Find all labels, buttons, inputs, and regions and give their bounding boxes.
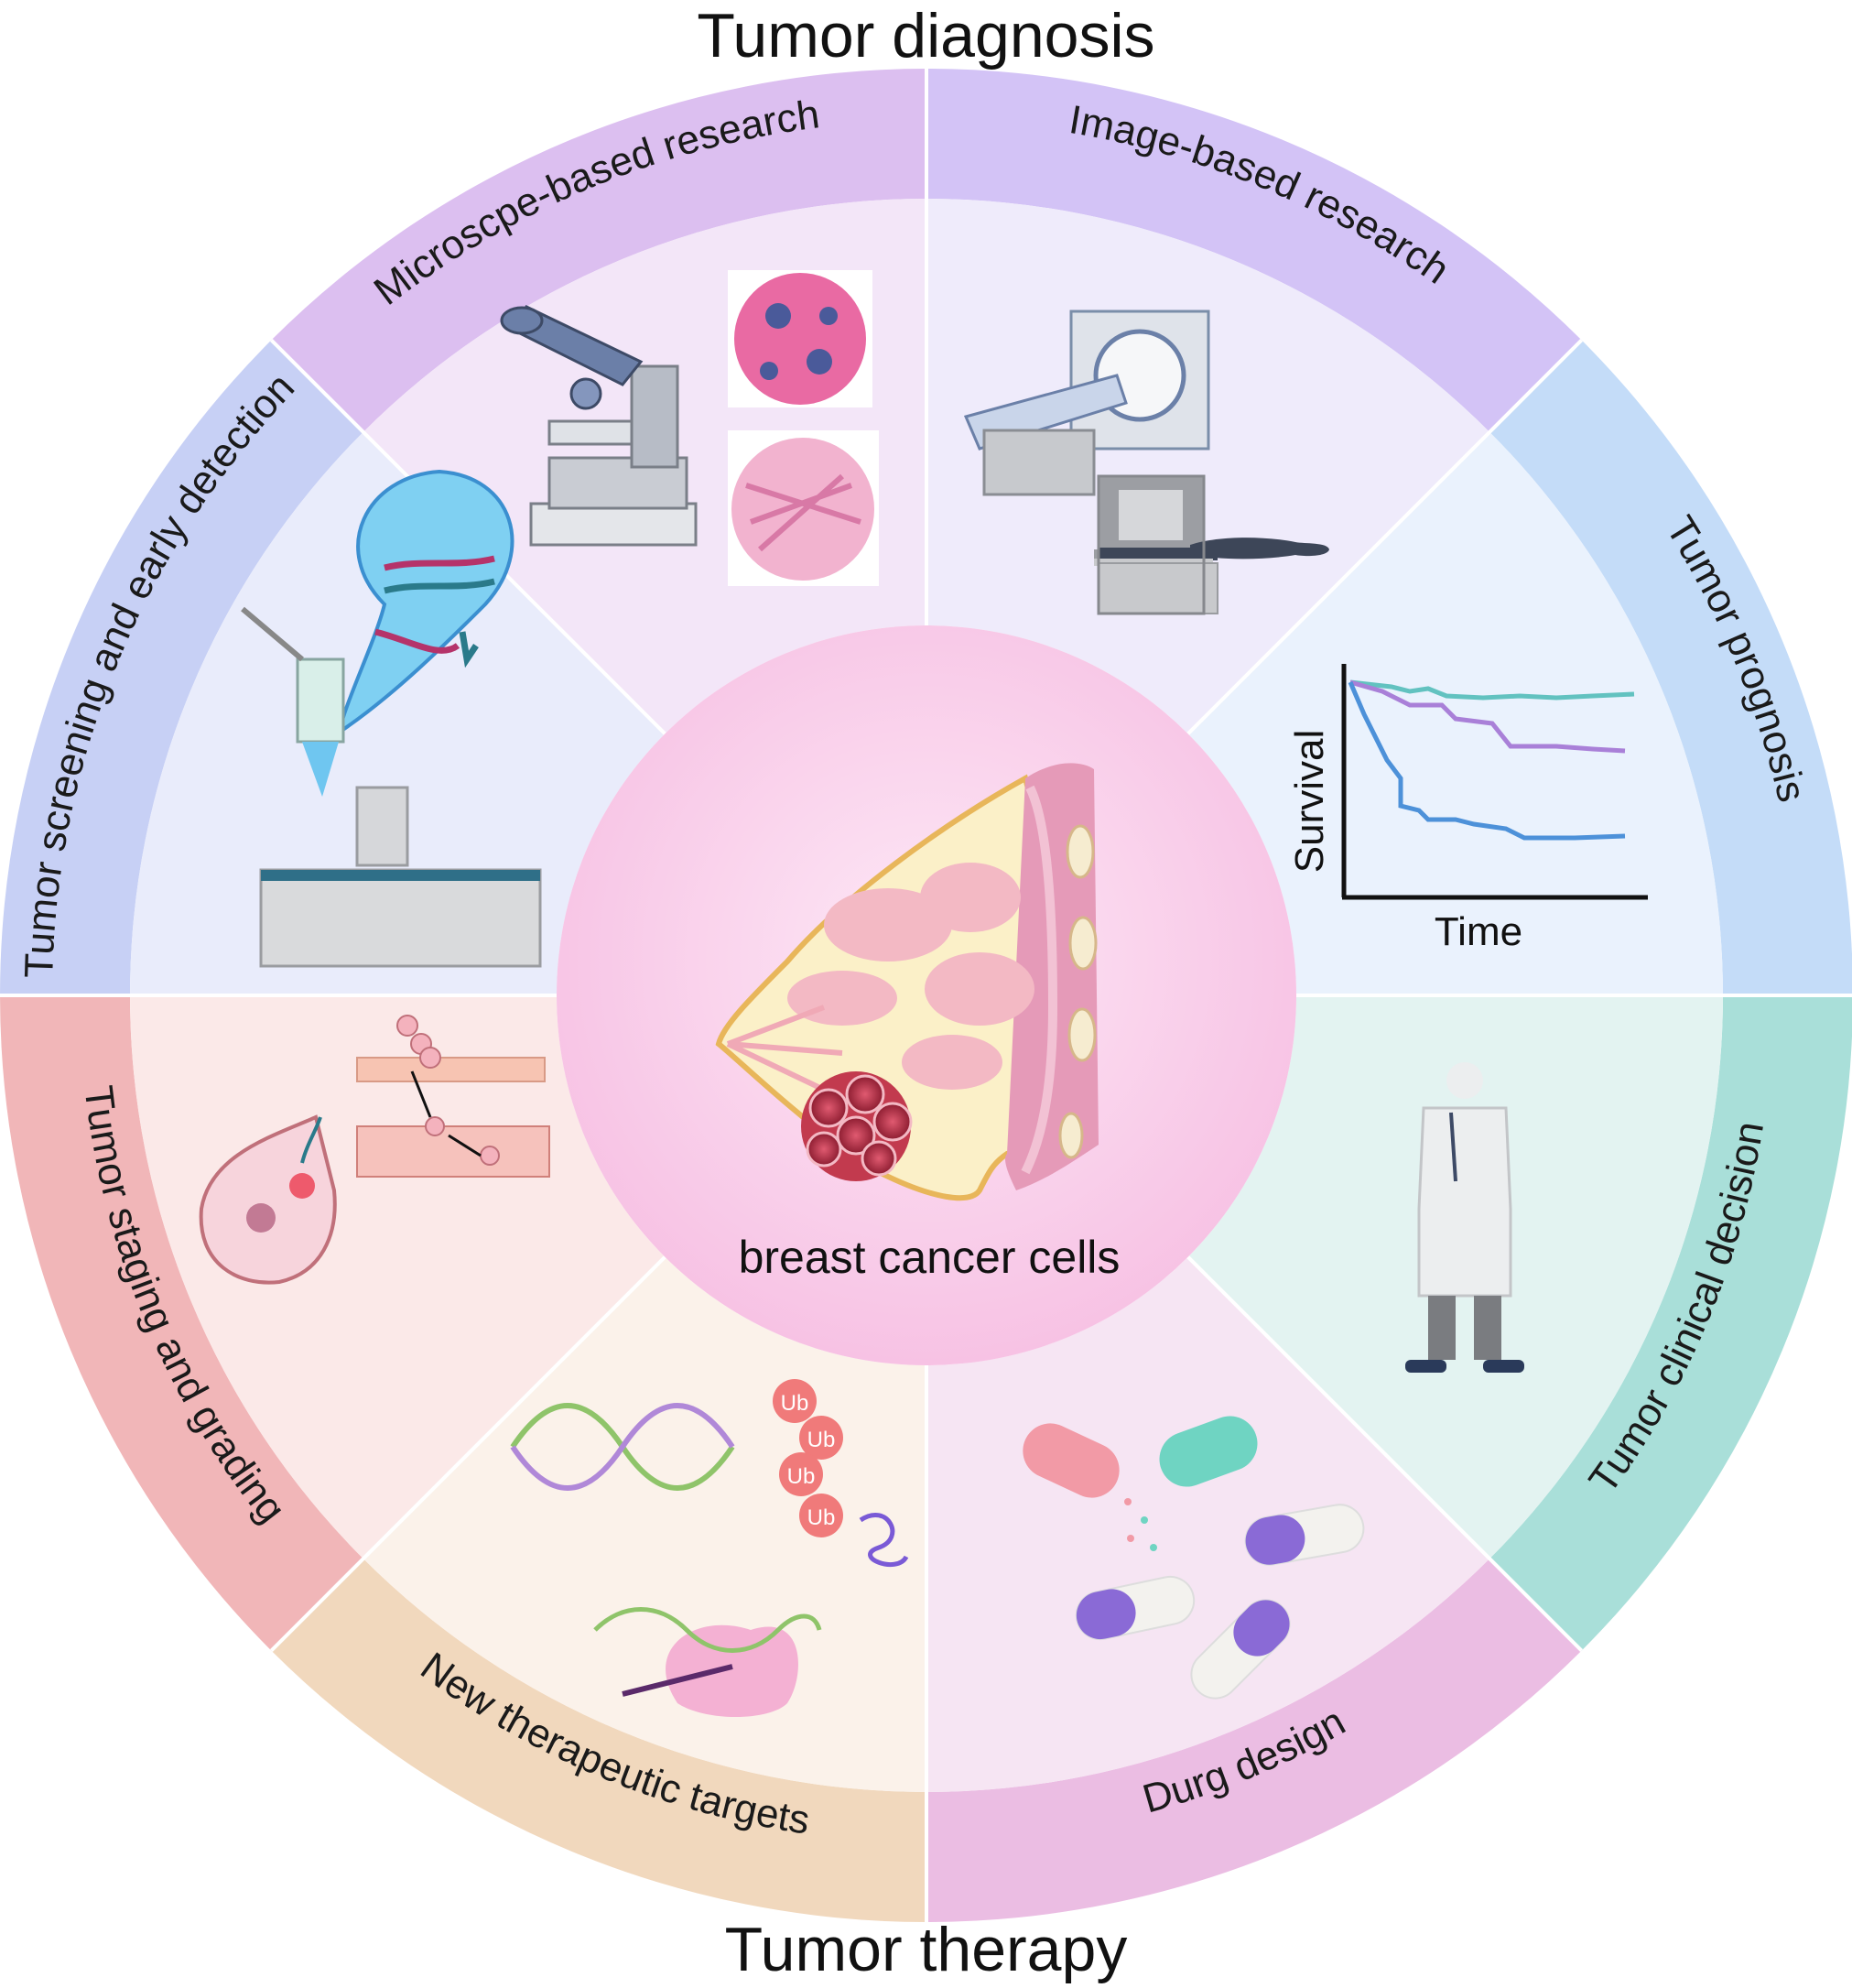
tumor-diagnosis-title: Tumor diagnosis	[697, 1, 1155, 71]
ub-label: Ub	[807, 1505, 836, 1530]
microscope-icon	[500, 305, 698, 547]
tissue-slide-icon	[728, 270, 879, 586]
inner-segment-image	[926, 199, 1490, 734]
gland-icon	[199, 1114, 337, 1285]
segment-divider	[1186, 1255, 1584, 1653]
tumor-icon	[801, 1071, 913, 1181]
center-label: breast cancer cells	[739, 1232, 1121, 1283]
ub-label: Ub	[781, 1391, 809, 1416]
ring-segment-prognosis	[1489, 340, 1852, 995]
survival-ylabel: Survival	[1287, 730, 1332, 874]
survival-curve-icon: Survival Time	[1287, 664, 1648, 954]
survival-xlabel: Time	[1435, 909, 1522, 954]
capsule-icon	[1023, 1416, 1365, 1700]
outer-ring	[0, 69, 1852, 1922]
ub-label: Ub	[787, 1464, 816, 1489]
metastasis-icon	[356, 1015, 550, 1178]
ub-label: Ub	[807, 1428, 836, 1452]
segment-divider	[1186, 338, 1584, 735]
inner-segment-prognosis	[1187, 431, 1723, 995]
segment-dividers	[0, 69, 1852, 1922]
ubiquitin-icon: Ub Ub Ub Ub	[773, 1379, 909, 1567]
segment-divider	[269, 1255, 666, 1653]
pipette-icon	[241, 606, 542, 968]
inner-segment-screening	[130, 431, 666, 995]
doctor-icon	[1405, 1062, 1524, 1373]
ct-scanner-icon	[963, 310, 1210, 496]
ring-segment-clinical	[1489, 995, 1852, 1651]
ring-segment-targets	[271, 1559, 926, 1922]
dna-icon	[510, 1403, 822, 1717]
ring-segment-screening	[0, 340, 363, 995]
breast-anatomy-icon	[715, 763, 1099, 1201]
inner-segment-drug	[926, 1256, 1490, 1792]
tumor-therapy-title: Tumor therapy	[724, 1915, 1128, 1984]
mri-scanner-icon	[1094, 474, 1329, 615]
ring-segment-drug	[926, 1559, 1582, 1922]
ring-segment-image	[926, 69, 1582, 432]
rna-icon	[335, 469, 514, 737]
ring-segment-staging	[0, 995, 363, 1651]
ring-segment-microscope	[271, 69, 926, 432]
